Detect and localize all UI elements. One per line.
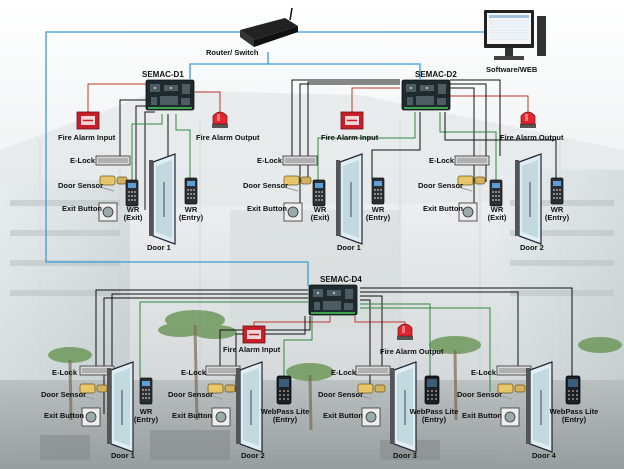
d4-fire-alarm-input-label: Fire Alarm Input xyxy=(223,345,281,354)
d4-webpass-lite-3-label: WebPass Lite(Entry) xyxy=(409,407,459,424)
d4-door-sensor-4-label: Door Sensor xyxy=(457,390,503,399)
d2-wr-exit-right-label: WR(Exit) xyxy=(487,205,507,222)
d4-door-3-label: Door 3 xyxy=(393,451,417,460)
d4-elock-4-label: E-Lock xyxy=(471,368,497,377)
d2-wr-entry-right-label: WR(Entry) xyxy=(544,205,570,222)
d4-door-1-label: Door 1 xyxy=(111,451,135,460)
d4-exit-button-2-label: Exit Button xyxy=(172,411,212,420)
d4-exit-button-1-label: Exit Button xyxy=(44,411,84,420)
router-label: Router/ Switch xyxy=(206,48,259,57)
d4-webpass-lite-2-label: WebPass Lite(Entry) xyxy=(260,407,310,424)
d2-wr-exit-left-label: WR(Exit) xyxy=(310,205,330,222)
d4-elock-3-label: E-Lock xyxy=(331,368,357,377)
d4-wr-entry-label: WR(Entry) xyxy=(133,407,159,424)
d1-fire-alarm-input-label: Fire Alarm Input xyxy=(58,133,116,142)
d1-door-sensor-label: Door Sensor xyxy=(58,181,104,190)
controller-d4-label: SEMAC-D4 xyxy=(320,275,362,284)
d4-door-2-label: Door 2 xyxy=(241,451,265,460)
d1-door-1-label: Door 1 xyxy=(147,243,171,252)
d4-exit-button-3-label: Exit Button xyxy=(323,411,363,420)
d2-fire-alarm-output-label: Fire Alarm Output xyxy=(500,133,564,142)
d4-webpass-lite-4-label: WebPass Lite(Entry) xyxy=(549,407,599,424)
d4-door-sensor-3-label: Door Sensor xyxy=(318,390,364,399)
d4-elock-1-label: E-Lock xyxy=(52,368,78,377)
d4-door-sensor-1-label: Door Sensor xyxy=(41,390,87,399)
router-device xyxy=(240,7,298,47)
d2-elock-right-label: E-Lock xyxy=(429,156,455,165)
software-label: Software/WEB xyxy=(486,65,538,74)
d1-wr-exit-label: WR(Exit) xyxy=(123,205,143,222)
d2-exit-button-left-label: Exit Button xyxy=(247,204,287,213)
d2-door-sensor-right-label: Door Sensor xyxy=(418,181,464,190)
d2-door-sensor-left-label: Door Sensor xyxy=(243,181,289,190)
d4-exit-button-4-label: Exit Button xyxy=(462,411,502,420)
d2-wr-entry-left-label: WR(Entry) xyxy=(365,205,391,222)
d2-exit-button-right-label: Exit Button xyxy=(423,204,463,213)
controller-d2-label: SEMAC-D2 xyxy=(415,70,457,79)
d4-elock-2-label: E-Lock xyxy=(181,368,207,377)
d4-door-sensor-2-label: Door Sensor xyxy=(168,390,214,399)
controller-d1-label: SEMAC-D1 xyxy=(142,70,184,79)
d1-exit-button-label: Exit Button xyxy=(62,204,102,213)
computer-monitor xyxy=(484,10,546,60)
d4-door-4-label: Door 4 xyxy=(532,451,556,460)
d2-door-1-label: Door 1 xyxy=(337,243,361,252)
d1-wr-entry-label: WR(Entry) xyxy=(178,205,204,222)
d2-fire-alarm-input-label: Fire Alarm Input xyxy=(321,133,379,142)
d4-fire-alarm-output-label: Fire Alarm Output xyxy=(380,347,444,356)
d2-door-2-label: Door 2 xyxy=(520,243,544,252)
d1-elock-label: E-Lock xyxy=(70,156,96,165)
d1-fire-alarm-output-label: Fire Alarm Output xyxy=(196,133,260,142)
d2-elock-left-label: E-Lock xyxy=(257,156,283,165)
